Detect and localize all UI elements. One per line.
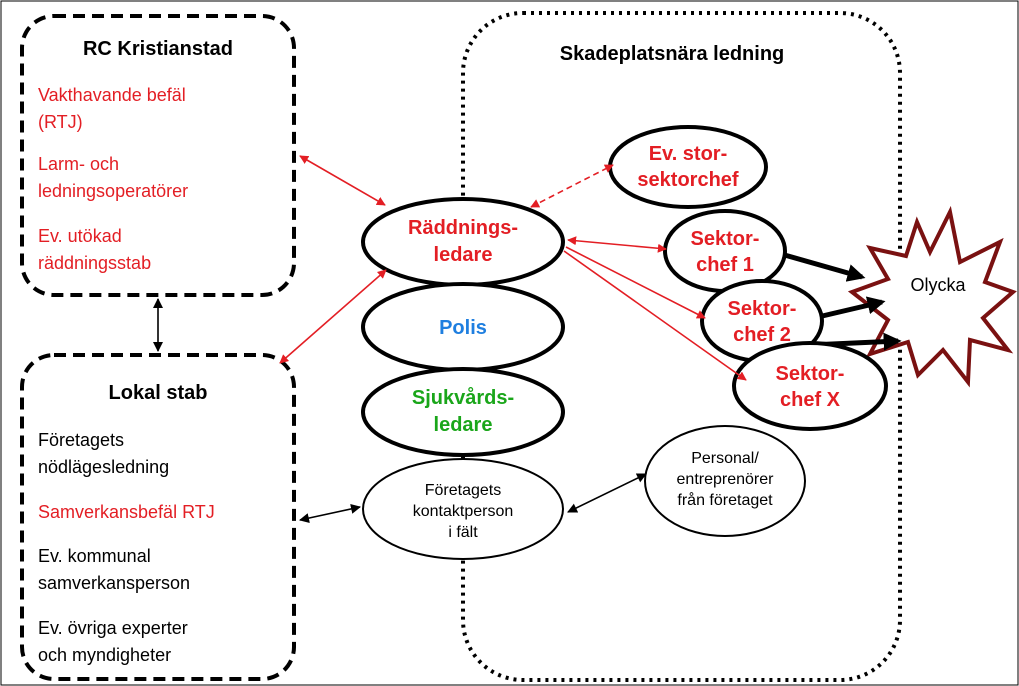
node-sjukvardsledare [361,367,565,457]
sektorchefx-label-line1: Sektor- [776,363,845,385]
node-sektorchefx [732,341,888,431]
sektorchef2-label-line2: chef 2 [733,324,791,346]
arrow-raddningsledare-storsektorchef [530,164,614,208]
rc-item-vakthavande-line2: (RTJ) [38,112,83,132]
lokal-stab-box [20,353,296,681]
raddningsledare-label-line2: ledare [434,244,493,266]
lokal-item-kommunal-line1: Ev. kommunal [38,546,151,566]
node-sektorchef1 [663,209,787,293]
arrow-kontaktperson-personal [567,473,647,513]
rc-kristianstad-box [20,14,296,297]
storsektorchef-label-line2: sektorchef [637,169,738,191]
lokal-item-experter-line1: Ev. övriga experter [38,618,188,638]
sektorchef1-label-line2: chef 1 [696,254,754,276]
rc-item-stab-line1: Ev. utökad [38,226,122,246]
arrow-raddningsledare-sektorchefx [563,250,747,381]
node-kontaktperson [362,458,564,560]
olycka-star-shape [847,205,1017,388]
personal-label-line1: Personal/ [691,450,759,467]
personal-label-line3: från företaget [677,491,773,509]
node-storsektorchef [608,125,768,209]
rc-item-stab-line2: räddningsstab [38,253,151,273]
kontaktperson-label-line1: Företagets [425,482,501,499]
sektorchefx-label-line2: chef X [780,389,841,411]
arrow-raddningsledare-sektorchef2 [565,246,706,319]
storsektorchef-label-line1: Ev. stor- [649,143,728,165]
arrow-lokal-kontaktperson [299,504,361,523]
rc-item-larm-line1: Larm- och [38,154,119,174]
node-raddningsledare [361,197,565,287]
sjukvardsledare-label-line2: ledare [434,414,493,436]
arrow-sektorchef2-olycka [817,296,886,320]
personal-label-line2: entreprenörer [677,471,775,488]
rc-item-vakthavande-line1: Vakthavande befäl [38,85,186,105]
arrow-rc-raddningsledare [299,155,386,206]
lokal-item-experter-line2: och myndigheter [38,645,171,665]
lokal-title: Lokal stab [109,382,208,404]
skadeplats-title: Skadeplatsnära ledning [560,43,785,65]
arrow-lokal-raddningsledare [279,269,387,364]
rc-item-larm-line2: ledningsoperatörer [38,181,188,201]
sektorchef2-label-line1: Sektor- [728,298,797,320]
lokal-item-samverkansbefal: Samverkansbefäl RTJ [38,502,215,522]
kontaktperson-label-line2: kontaktperson [413,503,514,520]
raddningsledare-label-line1: Räddnings- [408,217,518,239]
polis-label: Polis [439,317,487,339]
lokal-item-foretaget-line2: nödlägesledning [38,457,169,477]
arrow-sektorchef1-olycka [780,251,866,282]
sjukvardsledare-label-line1: Sjukvårds- [412,386,514,409]
sektorchef1-label-line1: Sektor- [691,228,760,250]
olycka-label: Olycka [910,275,966,295]
lokal-item-foretaget-line1: Företagets [38,430,124,450]
rc-title: RC Kristianstad [83,38,233,60]
kontaktperson-label-line3: i fält [448,524,478,541]
arrow-raddningsledare-sektorchef1 [567,236,667,253]
lokal-item-kommunal-line2: samverkansperson [38,573,190,593]
